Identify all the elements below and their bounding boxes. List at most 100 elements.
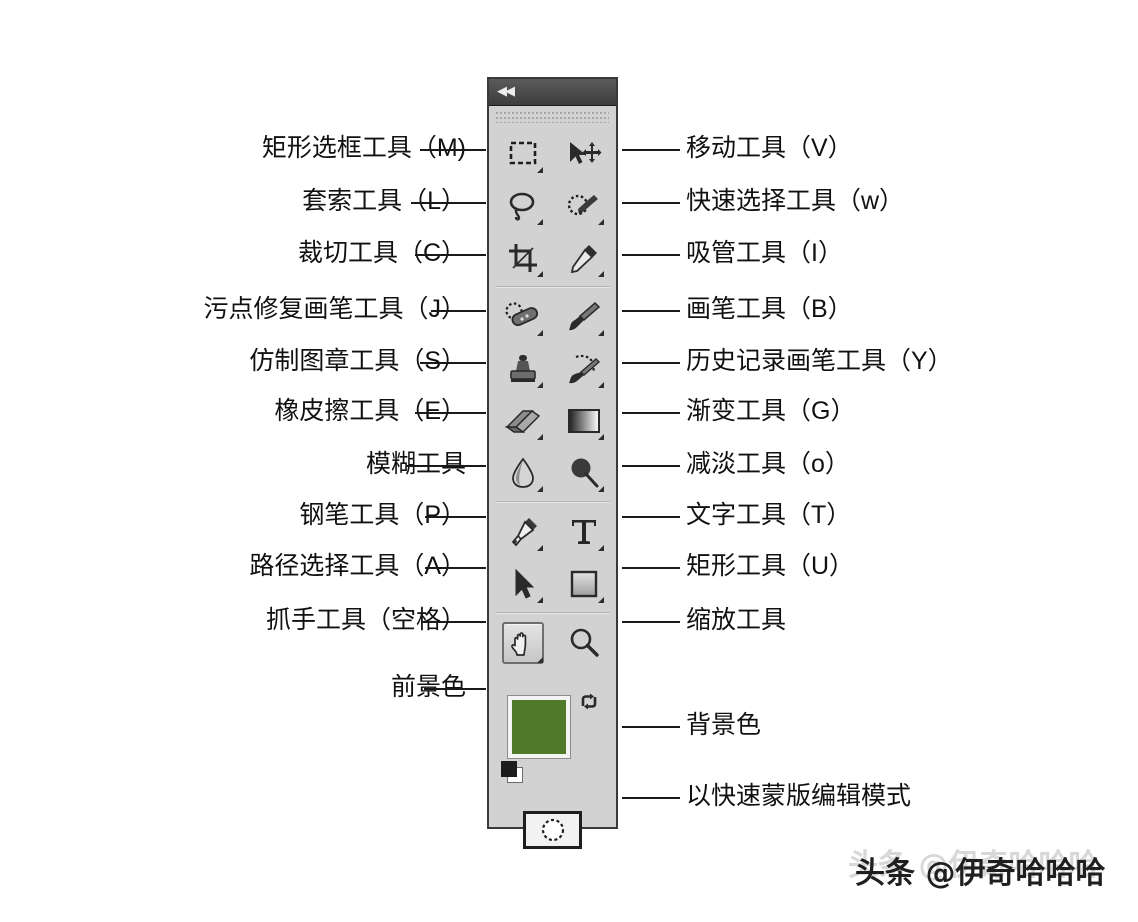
callout-label-clone-stamp: 仿制图章工具（S） <box>249 347 466 375</box>
flyout-triangle-icon <box>598 330 605 336</box>
gradient-icon <box>568 409 601 433</box>
leader-line-right-10 <box>622 621 680 623</box>
tool-row <box>489 395 616 447</box>
eraser-icon <box>504 410 540 433</box>
leader-line-left-8 <box>425 516 486 518</box>
flyout-triangle-icon <box>536 382 543 388</box>
quick-mask-block <box>489 806 616 856</box>
brush-tool[interactable] <box>563 296 605 338</box>
tool-row <box>489 128 616 180</box>
tool-grid <box>489 128 616 669</box>
callout-label-brush: 画笔工具（B） <box>686 295 853 323</box>
callout-label-zoom: 缩放工具 <box>686 606 787 634</box>
flyout-triangle-icon <box>598 382 605 388</box>
hand-tool[interactable] <box>501 622 544 664</box>
tool-group-separator <box>495 286 610 288</box>
callout-label-quick-selection: 快速选择工具（w） <box>686 187 905 215</box>
leader-line-right-9 <box>622 567 680 569</box>
flyout-triangle-icon <box>536 219 543 225</box>
swap-colors-icon[interactable] <box>579 692 599 712</box>
zoom-tool[interactable] <box>563 622 605 664</box>
callout-label-pen: 钢笔工具（P） <box>299 501 466 529</box>
lasso-tool[interactable] <box>502 185 544 227</box>
leader-line-right-6 <box>622 412 680 414</box>
tool-cell <box>491 558 555 610</box>
callout-label-eraser: 橡皮擦工具（E） <box>274 397 466 425</box>
quick-selection-tool[interactable] <box>563 185 605 227</box>
tool-cell <box>553 395 617 447</box>
tool-cell <box>553 558 617 610</box>
quick-mask-mode-button[interactable] <box>523 811 582 849</box>
crop-tool[interactable] <box>502 237 544 279</box>
quick-mask-icon <box>541 818 564 842</box>
callout-label-foreground-color: 前景色 <box>390 673 466 701</box>
rectangular-marquee-tool[interactable] <box>502 133 544 175</box>
tool-cell <box>553 180 617 232</box>
leader-line-right-11 <box>622 726 680 728</box>
callout-label-quick-mask: 以快速蒙版编辑模式 <box>686 782 912 810</box>
gradient-tool[interactable] <box>563 400 605 442</box>
tool-cell <box>491 395 555 447</box>
flyout-triangle-icon <box>536 167 543 173</box>
type-tool[interactable] <box>563 511 605 553</box>
default-colors-icon[interactable] <box>501 761 523 783</box>
tool-row <box>489 617 616 669</box>
panel-drag-grip[interactable] <box>496 112 609 123</box>
tool-cell <box>491 180 555 232</box>
eraser-tool[interactable] <box>502 400 544 442</box>
leader-line-right-7 <box>622 465 680 467</box>
callout-label-path-selection: 路径选择工具（A） <box>249 552 466 580</box>
tool-cell <box>553 128 617 180</box>
callout-label-crop: 裁切工具（C） <box>297 239 466 267</box>
blur-tool[interactable] <box>502 452 544 494</box>
history-brush-tool[interactable] <box>563 348 605 390</box>
path-selection-tool[interactable] <box>502 563 544 605</box>
flyout-triangle-icon <box>536 271 543 277</box>
callout-label-hand: 抓手工具（空格） <box>265 606 466 634</box>
leader-line-left-2 <box>411 202 486 204</box>
dodge-icon <box>571 458 599 488</box>
leader-line-left-1 <box>420 149 486 151</box>
tool-row <box>489 291 616 343</box>
path-selection-icon <box>515 568 534 599</box>
tool-cell <box>553 232 617 284</box>
hand-icon <box>510 632 526 656</box>
foreground-color-swatch[interactable] <box>508 696 570 758</box>
flyout-triangle-icon <box>598 271 605 277</box>
panel-body <box>489 106 616 849</box>
spot-healing-brush-tool[interactable] <box>502 296 544 338</box>
callout-label-eyedropper: 吸管工具（I） <box>686 239 843 267</box>
flyout-triangle-icon <box>536 545 543 551</box>
watermark: 头条 @伊奇哈哈哈 <box>855 856 1106 891</box>
leader-line-left-7 <box>406 465 486 467</box>
default-black-square <box>501 761 517 777</box>
move-tool-icon <box>570 142 602 164</box>
rectangle-shape-tool[interactable] <box>563 563 605 605</box>
leader-line-right-8 <box>622 516 680 518</box>
leader-line-left-10 <box>421 621 486 623</box>
tool-cell <box>491 291 555 343</box>
callout-label-lasso: 套索工具（L） <box>302 187 466 215</box>
spot-healing-brush-icon <box>505 302 538 326</box>
double-chevron-left-icon[interactable]: ◀◀ <box>497 84 515 99</box>
panel-title-bar[interactable]: ◀◀ <box>489 79 616 106</box>
quick-selection-icon <box>568 194 599 216</box>
tool-cell <box>491 617 555 669</box>
flyout-triangle-icon <box>598 434 605 440</box>
eyedropper-tool[interactable] <box>563 237 605 279</box>
callout-label-type: 文字工具（T） <box>686 501 852 529</box>
callout-label-dodge: 减淡工具（o） <box>686 450 850 478</box>
callout-label-rectangular-marquee: 矩形选框工具（M) <box>261 134 466 162</box>
brush-icon <box>569 301 601 331</box>
pen-tool[interactable] <box>502 511 544 553</box>
clone-stamp-tool[interactable] <box>502 348 544 390</box>
pen-icon <box>511 518 537 547</box>
dodge-tool[interactable] <box>563 452 605 494</box>
flyout-triangle-icon <box>598 597 605 603</box>
leader-line-left-5 <box>420 362 486 364</box>
leader-line-right-5 <box>622 362 680 364</box>
tool-cell <box>491 447 555 499</box>
move-tool[interactable] <box>563 133 605 175</box>
photoshop-toolbar-panel: ◀◀ <box>487 77 618 849</box>
tool-cell <box>491 506 555 558</box>
